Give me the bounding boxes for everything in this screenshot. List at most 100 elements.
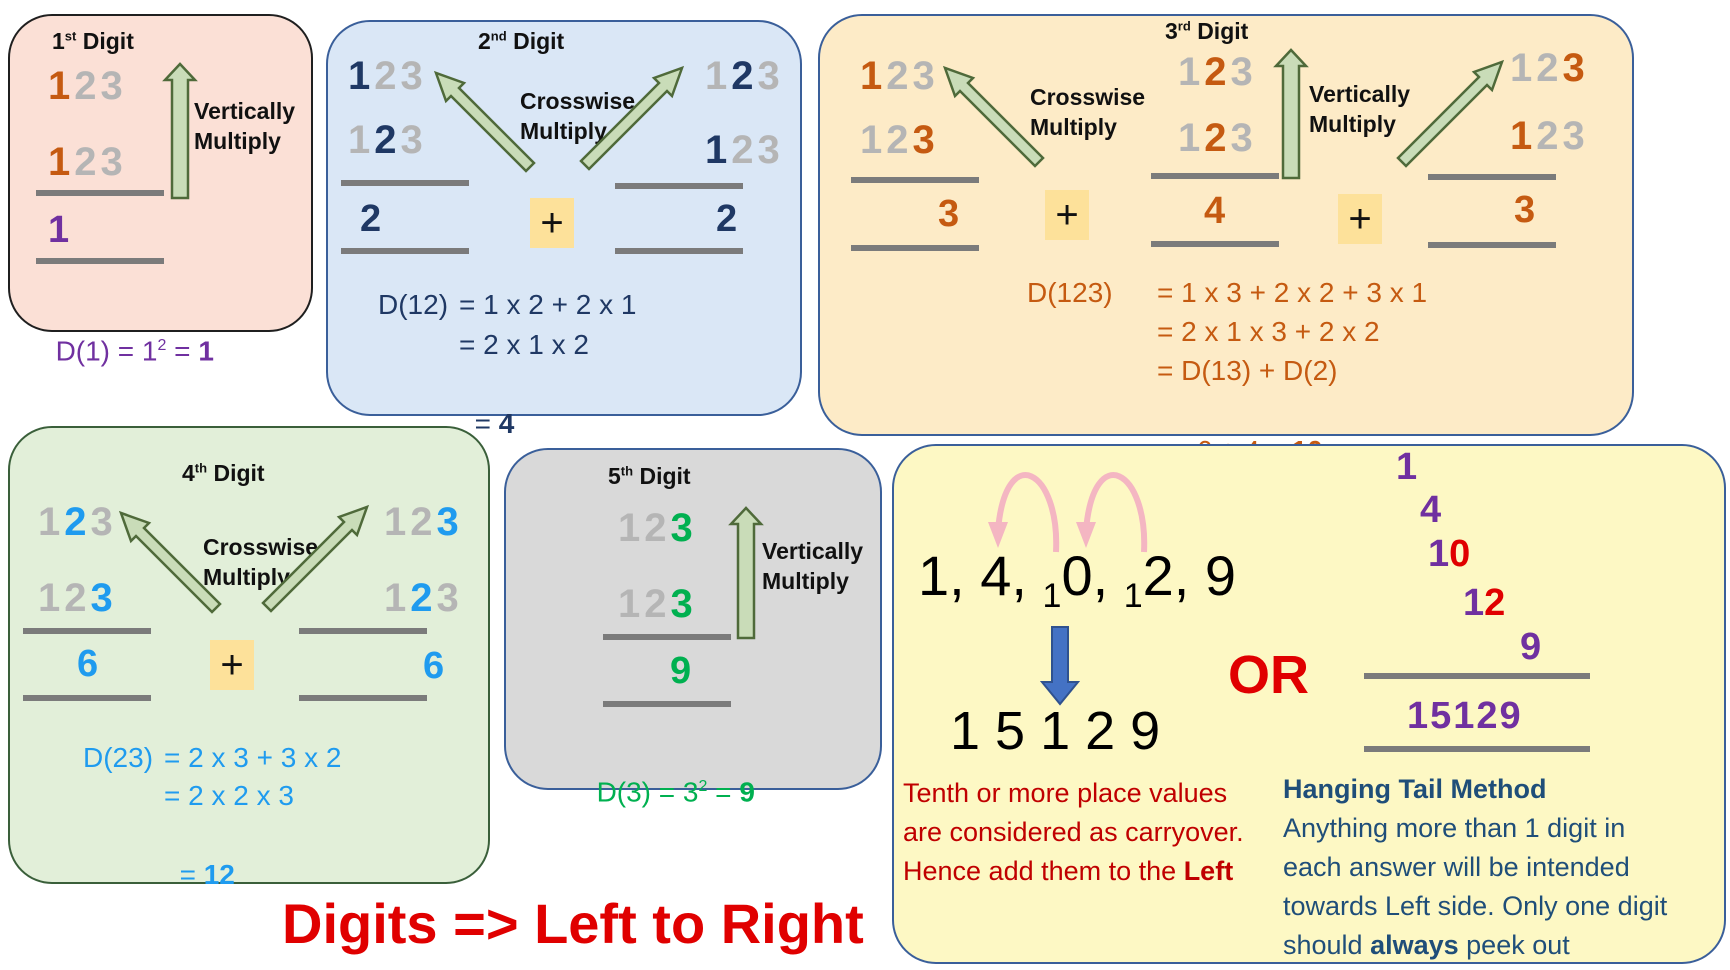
panel2-left-divider-1	[341, 180, 469, 186]
carryover-sequence: 1, 4, 10, 12, 9	[918, 544, 1237, 616]
panel3-mid-row2: 123	[1178, 116, 1257, 160]
panel3-eq-line2: = 2 x 1 x 3 + 2 x 2	[1157, 316, 1380, 347]
panel5-divider-2	[603, 701, 731, 707]
panel3-mid-divider-1	[1151, 173, 1279, 179]
panel3-left-divider-1	[851, 177, 979, 183]
panel2-eq-name: D(12)	[378, 289, 449, 320]
or-text: OR	[1228, 645, 1309, 705]
panel4-left-row1: 123	[38, 500, 117, 544]
panel5-result: 9	[670, 650, 692, 692]
panel3-right-divider-2	[1428, 242, 1556, 248]
panel4-right-divider-1	[299, 628, 427, 634]
final-answer: 1 5 1 2 9	[950, 701, 1161, 761]
panel-first-digit	[8, 14, 313, 332]
panel3-title: 3rd Digit	[1165, 18, 1249, 44]
panel2-eq-line2: = 2 x 1 x 2	[459, 329, 589, 360]
panel3-label-cross: Crosswise Multiply	[1030, 84, 1146, 140]
panel1-equation: D(1) = 12 = 1	[55, 335, 214, 367]
tail-row: 4	[1420, 489, 1442, 531]
panel2-eq-line1: = 1 x 2 + 2 x 1	[459, 289, 637, 320]
panel2-right-divider-1	[615, 183, 743, 189]
panel4-eq-line2: = 2 x 2 x 3	[164, 780, 294, 811]
panel3-result-mid: 4	[1204, 190, 1226, 232]
crosswise-arrow-icon	[118, 510, 222, 614]
panel2-label: Crosswise Multiply	[520, 88, 636, 144]
panel2-result-left: 2	[360, 198, 382, 240]
hanging-tail-text: Hanging Tail Method Anything more than 1…	[1283, 770, 1667, 965]
panel1-title: 1st Digit	[52, 28, 134, 54]
panel2-right-row1: 123	[705, 54, 784, 98]
panel5-row1: 123	[618, 506, 697, 550]
panel1-divider-2	[36, 258, 164, 264]
crosswise-arrow-icon	[1396, 59, 1505, 168]
panel2-title: 2nd Digit	[478, 28, 565, 54]
loop-arrow-icon	[1076, 472, 1148, 553]
panel1-label: Vertically Multiply	[194, 98, 296, 154]
panel3-eq-name: D(123)	[1027, 277, 1113, 308]
panel3-result-right: 3	[1514, 189, 1536, 231]
tail-row: 9	[1520, 626, 1542, 668]
panel4-right-divider-2	[299, 695, 427, 701]
footer-title: Digits => Left to Right	[282, 892, 864, 955]
panel2-left-row2: 123	[348, 118, 427, 162]
panel5-divider-1	[603, 634, 731, 640]
panel3-mid-divider-2	[1151, 241, 1279, 247]
panel3-left-row1: 123	[860, 54, 939, 98]
panel3-eq-line3: = D(13) + D(2)	[1157, 355, 1338, 386]
panel4-title: 4th Digit	[182, 460, 265, 486]
panel4-eq-line1: = 2 x 3 + 3 x 2	[164, 742, 342, 773]
vertical-arrow-icon	[1273, 48, 1309, 180]
panel3-left-divider-2	[851, 245, 979, 251]
tail-row: 10	[1428, 533, 1471, 575]
loop-arrow-icon	[988, 472, 1060, 553]
crosswise-arrow-icon	[579, 65, 685, 171]
panel4-left-divider-2	[23, 695, 151, 701]
panel1-divider-1	[36, 190, 164, 196]
panel3-label-vert: Vertically Multiply	[1309, 81, 1411, 137]
panel4-result-right: 6	[423, 645, 445, 687]
tail-divider-1	[1364, 673, 1590, 679]
panel1-row2: 123	[48, 140, 127, 184]
panel1-result: 1	[48, 209, 70, 251]
plus-icon: +	[1338, 194, 1382, 244]
plus-icon: +	[210, 640, 254, 690]
panel4-result-left: 6	[77, 643, 99, 685]
tail-total: 15129	[1407, 695, 1523, 737]
panel5-label: Vertically Multiply	[762, 538, 864, 594]
panel4-left-row2: 123	[38, 576, 117, 620]
panel2-eq-line3: = 4	[474, 408, 515, 439]
panel3-mid-row1: 123	[1178, 50, 1257, 94]
panel5-title: 5th Digit	[608, 463, 691, 489]
panel3-right-row2: 123	[1510, 114, 1589, 158]
panel-fifth-digit	[504, 448, 882, 790]
panel4-right-row2: 123	[384, 576, 463, 620]
plus-icon: +	[1045, 190, 1089, 240]
panel3-left-row2: 123	[860, 118, 939, 162]
panel3-eq-line1: = 1 x 3 + 2 x 2 + 3 x 1	[1157, 277, 1428, 308]
panel4-eq-name: D(23)	[83, 742, 154, 773]
panel2-right-row2: 123	[705, 128, 784, 172]
carryover-explanation: Tenth or more place values are considere…	[903, 778, 1244, 886]
panel2-result-right: 2	[716, 198, 738, 240]
panel2-left-row1: 123	[348, 54, 427, 98]
panel4-label: Crosswise Multiply	[203, 534, 319, 590]
panel1-row1: 123	[48, 64, 127, 108]
panel3-result-left: 3	[938, 193, 960, 235]
panel2-left-divider-2	[341, 248, 469, 254]
panel3-right-row1: 123	[1510, 46, 1589, 90]
crosswise-arrow-icon	[433, 70, 536, 173]
plus-icon: +	[530, 198, 574, 248]
vertical-arrow-icon	[162, 62, 198, 200]
vertical-arrow-icon	[728, 506, 764, 640]
panel4-right-row1: 123	[384, 500, 463, 544]
crosswise-arrow-icon	[261, 504, 370, 613]
tail-row: 1	[1396, 446, 1418, 488]
panel5-equation: D(3) = 32 = 9	[596, 776, 755, 808]
panel4-left-divider-1	[23, 628, 151, 634]
hanging-tail-title: Hanging Tail Method	[1283, 774, 1547, 804]
down-arrow-icon	[1039, 626, 1081, 706]
panel5-row2: 123	[618, 582, 697, 626]
tail-row: 12	[1463, 582, 1506, 624]
panel4-eq-line3: = 12	[179, 859, 235, 890]
